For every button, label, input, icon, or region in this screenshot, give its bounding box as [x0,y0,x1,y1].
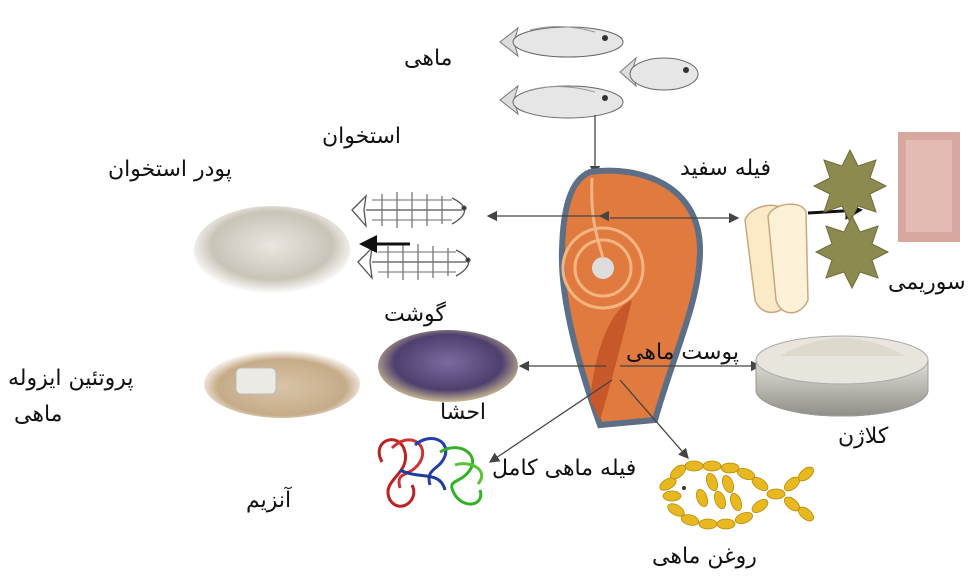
label-white-fillet: فیله سفید [680,156,771,181]
star-icon [814,150,888,288]
label-fish: ماهی [404,46,452,71]
salmon-steak-icon [562,171,700,425]
label-whole-fillet: فیله ماهی کامل [492,456,636,481]
fish-icon [500,26,698,118]
label-bone: استخوان [322,124,401,149]
protein-powder-image [204,350,360,418]
label-surimi: سوریمی [888,270,966,295]
label-bone-powder: پودر استخوان [108,157,232,182]
label-protein-isolate-2: ماهی [14,402,62,427]
label-viscera: احشا [440,400,486,425]
label-protein-isolate-1: پروتئین ایزوله [8,366,134,391]
label-enzyme: آنزیم [246,488,291,513]
collagen-image [756,336,928,416]
bone-powder-image [194,206,350,294]
oil-capsules-icon [658,461,816,529]
protein-structure-icon [379,439,481,507]
fish-skeleton-icon [352,192,470,280]
label-meat: گوشت [384,302,446,327]
white-fillet-image [745,204,808,313]
label-collagen: کلاژن [838,424,888,449]
label-fish-oil: روغن ماهی [652,544,757,569]
label-fish-skin: پوست ماهی [626,340,739,365]
meat-image [378,330,518,402]
